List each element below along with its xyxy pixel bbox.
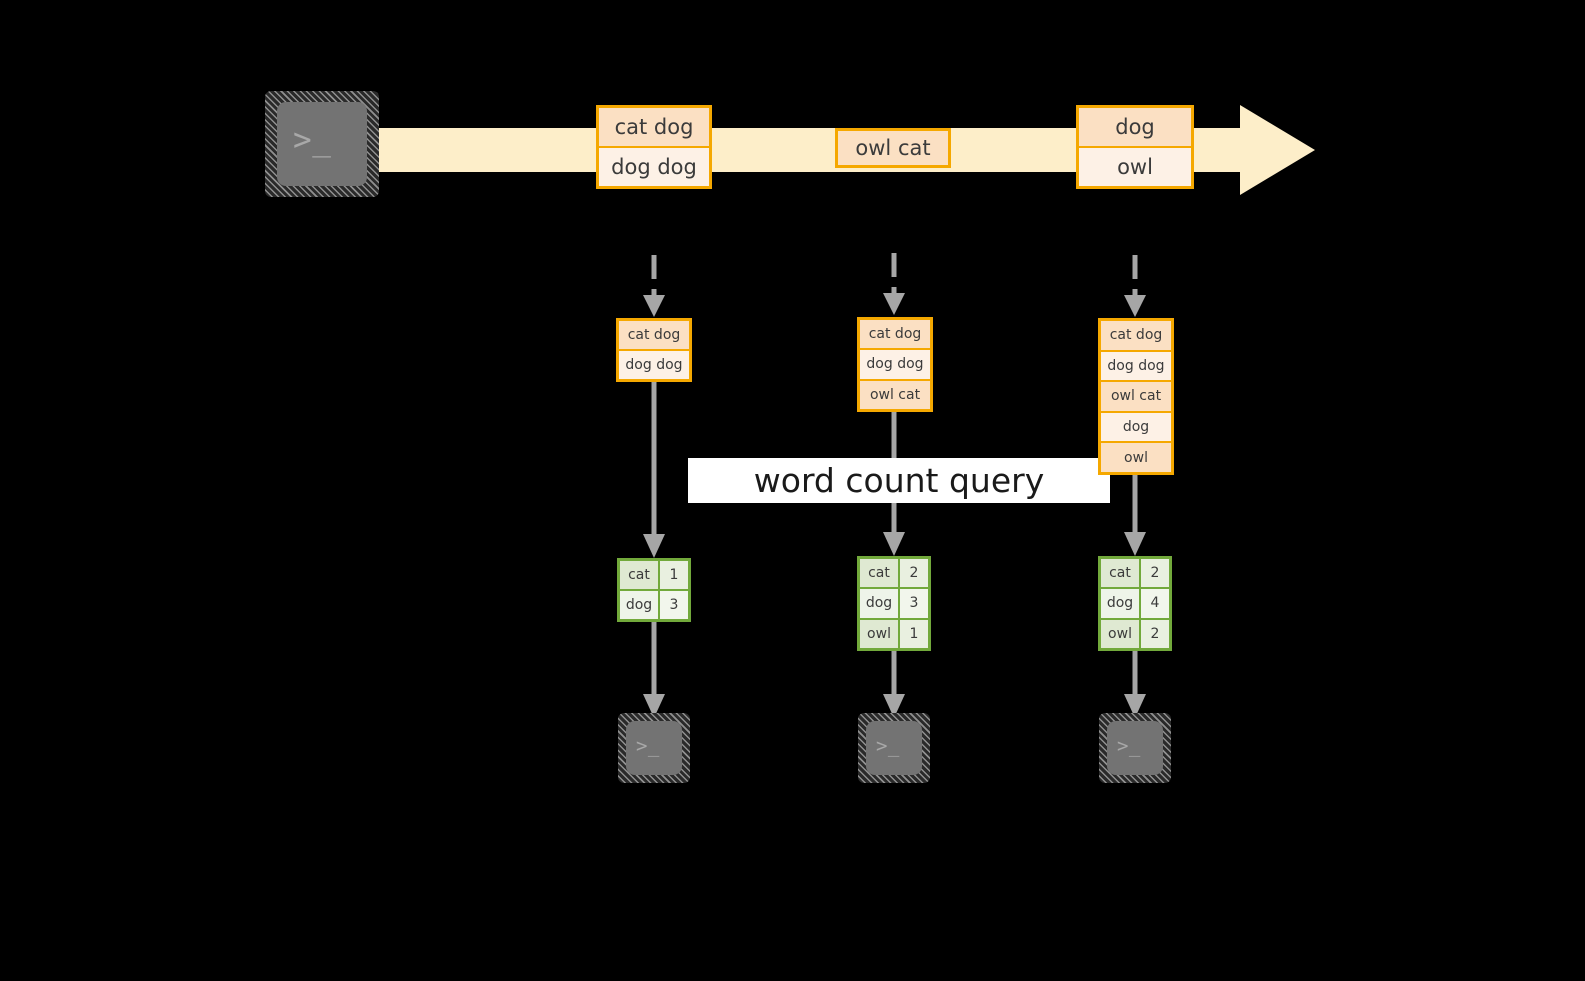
output-arrow-column-3: [1124, 651, 1146, 718]
terminal-prompt-glyph: >_: [636, 735, 660, 757]
accumulated-record-line: owl: [1101, 443, 1171, 472]
inbound-dashed-arrow-column-2: [883, 253, 905, 315]
stream-record-group-3: dog owl: [1076, 105, 1194, 189]
accumulated-record-line: owl cat: [1101, 382, 1171, 413]
result-count: 2: [900, 559, 928, 588]
result-row: cat 2: [860, 559, 928, 590]
accumulated-records-column-1: cat dog dog dog: [616, 318, 692, 382]
stream-record-line: owl cat: [838, 131, 948, 165]
result-word: dog: [1101, 589, 1141, 618]
stream-record-line: dog: [1079, 108, 1191, 148]
inbound-dashed-arrow-column-1: [643, 255, 665, 317]
result-word: cat: [620, 561, 660, 589]
query-banner: word count query: [688, 458, 1110, 503]
result-word: owl: [1101, 619, 1141, 648]
stream-record-line: dog dog: [599, 148, 709, 186]
result-row: owl 2: [1101, 619, 1169, 648]
accumulated-record-line: dog dog: [860, 350, 930, 381]
output-arrow-column-2: [883, 651, 905, 718]
sink-terminal-column-1: >_: [618, 713, 690, 783]
result-row: dog 3: [860, 589, 928, 620]
result-table-column-1: cat 1 dog 3: [617, 558, 691, 622]
accumulated-records-column-3: cat dog dog dog owl cat dog owl: [1098, 318, 1174, 475]
result-word: cat: [1101, 559, 1141, 588]
result-row: owl 1: [860, 619, 928, 648]
result-count: 2: [1141, 619, 1169, 648]
query-banner-label: word count query: [753, 461, 1045, 500]
query-arrow-column-1: [643, 382, 665, 558]
terminal-prompt-glyph: >_: [876, 735, 900, 757]
accumulated-record-line: owl cat: [860, 380, 930, 409]
result-word: owl: [860, 619, 900, 648]
stream-record-group-2: owl cat: [835, 128, 951, 168]
result-word: dog: [620, 591, 660, 619]
stream-record-group-1: cat dog dog dog: [596, 105, 712, 189]
accumulated-records-column-2: cat dog dog dog owl cat: [857, 317, 933, 412]
result-row: cat 2: [1101, 559, 1169, 590]
result-count: 3: [900, 589, 928, 618]
sink-terminal-column-2: >_: [858, 713, 930, 783]
result-row: dog 3: [620, 591, 688, 619]
result-count: 2: [1141, 559, 1169, 588]
result-table-column-2: cat 2 dog 3 owl 1: [857, 556, 931, 651]
result-word: cat: [860, 559, 900, 588]
terminal-screen: [626, 721, 682, 775]
result-row: cat 1: [620, 561, 688, 591]
stream-record-line: cat dog: [599, 108, 709, 148]
accumulated-record-line: dog dog: [619, 351, 689, 379]
result-count: 1: [900, 619, 928, 648]
sink-terminal-column-3: >_: [1099, 713, 1171, 783]
result-row: dog 4: [1101, 589, 1169, 620]
output-arrow-column-1: [643, 622, 665, 718]
terminal-screen: [866, 721, 922, 775]
accumulated-record-line: cat dog: [619, 321, 689, 351]
terminal-screen: [1107, 721, 1163, 775]
source-terminal-icon: >_: [265, 91, 379, 197]
terminal-prompt-glyph: >_: [1117, 735, 1141, 757]
inbound-dashed-arrow-column-3: [1124, 255, 1146, 317]
stream-record-line: owl: [1079, 148, 1191, 186]
terminal-screen: [277, 102, 367, 186]
accumulated-record-line: cat dog: [1101, 321, 1171, 352]
result-word: dog: [860, 589, 900, 618]
result-count: 4: [1141, 589, 1169, 618]
result-table-column-3: cat 2 dog 4 owl 2: [1098, 556, 1172, 651]
accumulated-record-line: dog: [1101, 412, 1171, 444]
query-arrow-column-3: [1124, 474, 1146, 556]
accumulated-record-line: cat dog: [860, 320, 930, 351]
result-count: 1: [660, 561, 688, 589]
accumulated-record-line: dog dog: [1101, 351, 1171, 383]
terminal-prompt-glyph: >_: [293, 122, 332, 158]
result-count: 3: [660, 591, 688, 619]
